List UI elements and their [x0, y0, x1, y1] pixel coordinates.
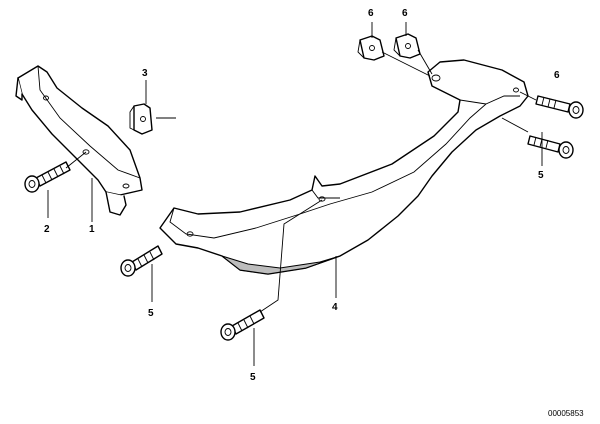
callout-2: 2 — [44, 224, 50, 235]
callout-4: 4 — [332, 302, 338, 313]
screw-part-2 — [24, 161, 71, 193]
callout-6-right: 6 — [554, 70, 560, 81]
callout-5-right: 5 — [538, 170, 544, 181]
callout-6-middle: 6 — [402, 8, 408, 19]
clip-part-6-left — [357, 35, 385, 61]
diagram-reference-number: 00005853 — [548, 409, 584, 418]
screw-part-5-bottom — [220, 309, 265, 341]
bracket-part-1 — [15, 65, 143, 216]
callout-5-left: 5 — [148, 308, 154, 319]
trim-part-4 — [159, 59, 529, 275]
callout-6-left: 6 — [368, 8, 374, 19]
clip-part-6-right — [393, 33, 421, 59]
screw-part-5-upper-right — [535, 95, 584, 119]
callout-5-bottom: 5 — [250, 372, 256, 383]
screw-part-5-right — [527, 135, 574, 159]
clip-part-3 — [129, 103, 153, 135]
callout-3: 3 — [142, 68, 148, 79]
callout-1: 1 — [89, 224, 95, 235]
leader-lines — [47, 22, 543, 366]
screw-part-5-lower-left — [120, 245, 163, 277]
